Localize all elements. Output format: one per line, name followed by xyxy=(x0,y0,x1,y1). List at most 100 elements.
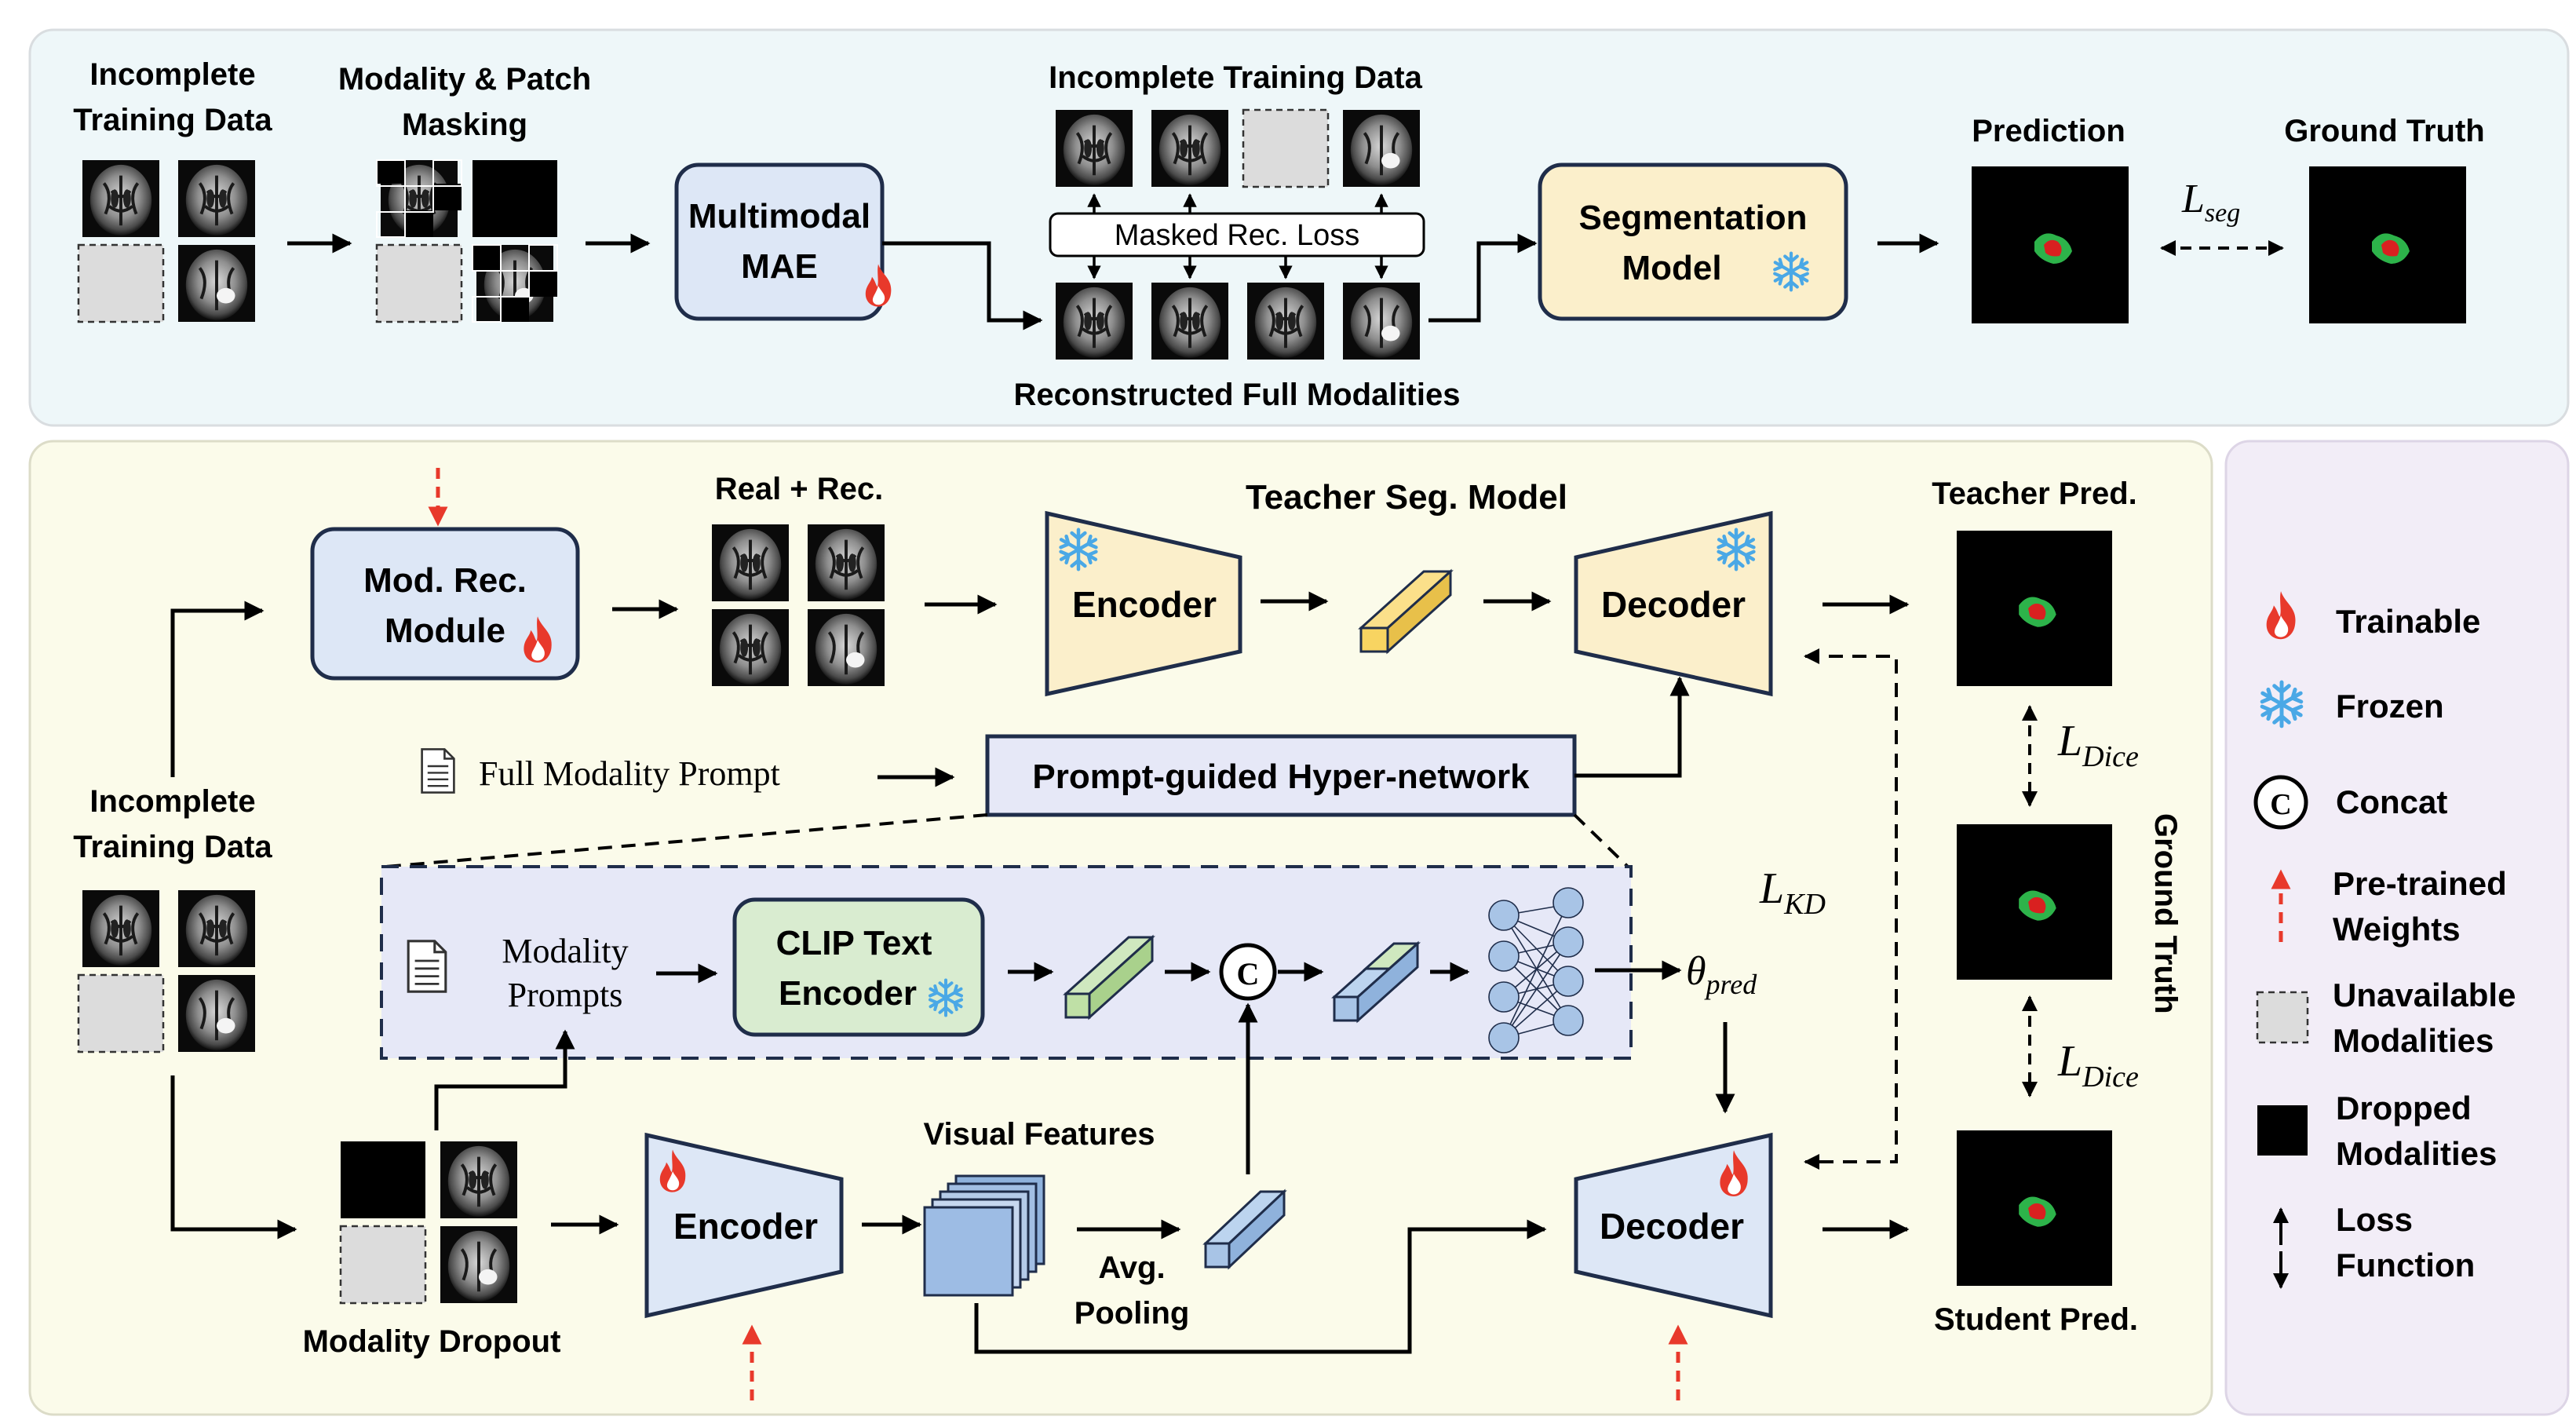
masked-loss-box xyxy=(1049,212,1425,257)
mae-line1: Multimodal xyxy=(688,197,870,236)
pooled-feature-bar xyxy=(1202,1188,1287,1270)
modality-dropout-label: Modality Dropout xyxy=(303,1324,561,1359)
mri-image xyxy=(712,524,789,601)
dropped-modality xyxy=(473,160,557,237)
incomplete-top-images xyxy=(1056,108,1420,188)
mri-image xyxy=(808,524,885,601)
legend-dropped-1: Dropped xyxy=(2336,1090,2472,1126)
concat-symbol: C xyxy=(1237,956,1260,991)
top-incomplete-line2: Training Data xyxy=(73,103,272,137)
mri-image xyxy=(440,1226,517,1303)
bottom-incomplete-images xyxy=(77,890,255,1053)
top-incomplete-line1: Incomplete xyxy=(89,57,255,92)
unavailable-modality xyxy=(375,243,463,323)
ground-truth-vertical: Ground Truth xyxy=(2148,813,2183,1014)
loss-dice-symbol-1: LDice xyxy=(2057,717,2139,773)
bottom-incomplete-line1: Incomplete xyxy=(89,784,255,819)
legend: Trainable Frozen C Concat Pre-trained We… xyxy=(2253,591,2516,1289)
incomplete-top-label: Incomplete Training Data xyxy=(1049,60,1422,95)
real-rec-label: Real + Rec. xyxy=(715,472,884,506)
legend-loss-1: Loss xyxy=(2336,1201,2413,1238)
avg-pool-line1: Avg. xyxy=(1098,1251,1165,1285)
student-decoder: Decoder xyxy=(1574,1132,1773,1319)
arrow xyxy=(882,241,1043,330)
unavailable-modality xyxy=(77,973,165,1053)
arrow xyxy=(170,601,265,777)
segmentation-model-box: Segmentation Model xyxy=(1538,162,1848,321)
legend-panel xyxy=(2224,440,2570,1416)
loss-kd-symbol: LKD xyxy=(1759,864,1826,921)
mri-image xyxy=(1056,283,1133,360)
student-encoder-label: Encoder xyxy=(673,1206,818,1247)
teacher-pred-label: Teacher Pred. xyxy=(1932,476,2137,511)
masking-line2: Masking xyxy=(402,108,527,142)
student-pred-label: Student Pred. xyxy=(1934,1302,2138,1337)
legend-frozen: Frozen xyxy=(2336,688,2444,725)
teacher-seg-label: Teacher Seg. Model xyxy=(1246,478,1567,517)
legend-dropped-2: Modalities xyxy=(2336,1135,2497,1172)
mod-rec-line1: Mod. Rec. xyxy=(363,561,527,600)
mri-image xyxy=(1343,283,1420,360)
unavailable-modality xyxy=(2256,991,2309,1044)
mri-image xyxy=(178,975,255,1052)
student-pred-image xyxy=(1957,1130,2112,1286)
theta-pred-symbol: θpred xyxy=(1686,949,1757,1000)
text-feature-bar xyxy=(1063,934,1155,1021)
arrow xyxy=(434,1029,575,1130)
teacher-encoder-label: Encoder xyxy=(1072,584,1217,625)
document-icon xyxy=(421,747,455,794)
legend-pretrained-1: Pre-trained xyxy=(2333,865,2507,902)
masking-line1: Modality & Patch xyxy=(338,62,591,97)
visual-features-label: Visual Features xyxy=(924,1117,1155,1152)
mri-image xyxy=(1151,110,1228,187)
legend-unavailable-2: Modalities xyxy=(2333,1022,2494,1059)
unavailable-modality xyxy=(339,1225,427,1305)
mri-image xyxy=(440,1141,517,1218)
teacher-feature-bar xyxy=(1358,568,1454,655)
top-masking-label: Modality & Patch Masking xyxy=(338,62,591,142)
legend-concat-symbol: C xyxy=(2270,788,2291,821)
concat-icon: C xyxy=(1219,943,1277,1001)
mod-rec-module-box: Mod. Rec. Module xyxy=(310,527,580,681)
loss-seg-symbol: Lseg xyxy=(2181,177,2240,228)
mod-rec-line2: Module xyxy=(385,612,505,650)
unavailable-modality xyxy=(1242,108,1330,188)
arrow xyxy=(1574,676,1690,778)
modality-prompts-line2: Prompts xyxy=(508,976,623,1014)
concat-icon xyxy=(2253,775,2308,830)
top-incomplete-label: Incomplete Training Data xyxy=(73,57,272,137)
teacher-encoder: Encoder xyxy=(1045,510,1242,697)
legend-concat: Concat xyxy=(2336,783,2447,820)
ground-truth-image xyxy=(2309,166,2466,323)
legend-pretrained-2: Weights xyxy=(2333,911,2461,948)
masked-loss-connectors xyxy=(1087,193,1388,279)
hypernet-detail-box xyxy=(380,865,1633,1060)
loss-dice-symbol-2: LDice xyxy=(2057,1037,2139,1094)
modality-dropout-images xyxy=(339,1141,517,1305)
top-incomplete-images xyxy=(77,160,255,323)
prediction-label: Prediction xyxy=(1972,114,2125,148)
seg-line2: Model xyxy=(1622,249,1721,287)
zoom-line xyxy=(1573,813,1629,868)
unavailable-modality xyxy=(77,243,165,323)
seg-line1: Segmentation xyxy=(1579,199,1808,237)
mri-image xyxy=(178,890,255,967)
dropped-modality xyxy=(341,1141,425,1218)
ground-truth-label: Ground Truth xyxy=(2284,114,2485,148)
teacher-decoder-label: Decoder xyxy=(1601,584,1746,625)
mri-image xyxy=(1151,283,1228,360)
legend-unavailable-1: Unavailable xyxy=(2333,977,2516,1013)
mri-image xyxy=(178,160,255,237)
neural-net-icon xyxy=(1488,887,1584,1053)
mri-image xyxy=(1343,110,1420,187)
ground-truth-image xyxy=(1957,824,2112,980)
mae-line2: MAE xyxy=(741,247,818,286)
kd-arrow xyxy=(1804,648,1898,1170)
document-icon xyxy=(407,939,447,994)
student-decoder-label: Decoder xyxy=(1600,1206,1744,1247)
mri-image xyxy=(82,160,159,237)
reconstructed-label: Reconstructed Full Modalities xyxy=(1014,378,1461,412)
mri-image xyxy=(1247,283,1324,360)
zoom-line xyxy=(385,813,988,868)
